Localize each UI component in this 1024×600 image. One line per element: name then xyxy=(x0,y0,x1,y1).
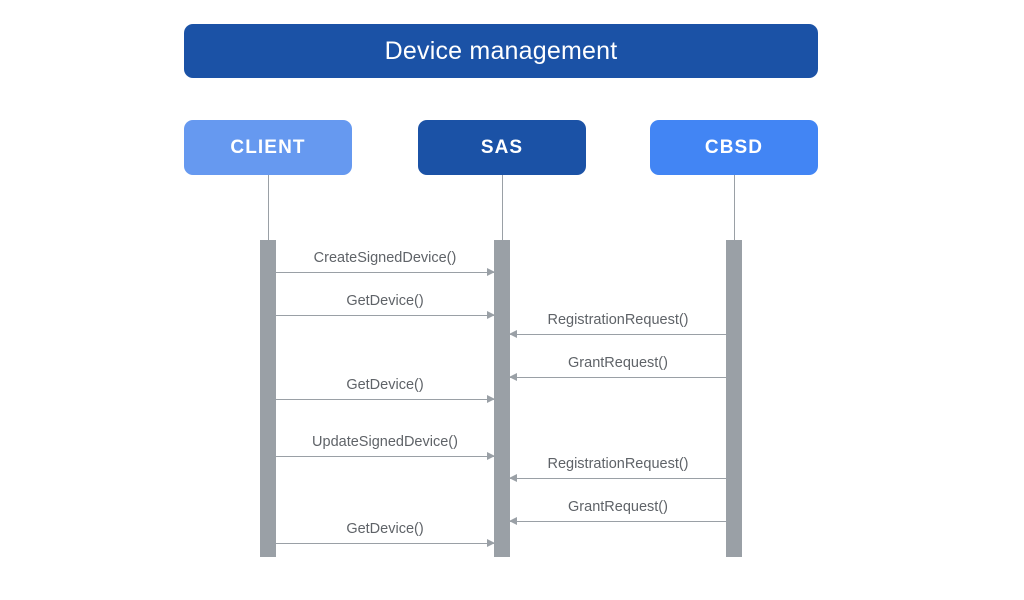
activation-bar-client xyxy=(260,240,276,557)
arrow-head-right-icon xyxy=(487,539,495,547)
message-line xyxy=(276,543,494,544)
message-label: CreateSignedDevice() xyxy=(313,249,457,266)
participant-box-client[interactable]: CLIENT xyxy=(184,120,352,175)
diagram-title-bar: Device management xyxy=(184,24,818,78)
message-label: GrantRequest() xyxy=(568,354,668,371)
arrow-head-left-icon xyxy=(509,373,517,381)
message-label: GetDevice() xyxy=(346,292,424,309)
message-line xyxy=(510,334,726,335)
message-label: UpdateSignedDevice() xyxy=(312,433,458,450)
arrow-head-right-icon xyxy=(487,452,495,460)
participant-label-sas: SAS xyxy=(480,137,524,158)
lifeline-client xyxy=(268,175,269,240)
message-label: GrantRequest() xyxy=(568,498,668,515)
participant-box-sas[interactable]: SAS xyxy=(418,120,586,175)
arrow-head-right-icon xyxy=(487,311,495,319)
message-line xyxy=(510,377,726,378)
arrow-head-left-icon xyxy=(509,474,517,482)
activation-bar-cbsd xyxy=(726,240,742,557)
diagram-title: Device management xyxy=(384,36,618,65)
arrow-head-right-icon xyxy=(487,268,495,276)
message-label: RegistrationRequest() xyxy=(547,311,689,328)
lifeline-sas xyxy=(502,175,503,240)
arrow-head-left-icon xyxy=(509,330,517,338)
participant-label-client: CLIENT xyxy=(230,137,306,158)
participant-box-cbsd[interactable]: CBSD xyxy=(650,120,818,175)
message-line xyxy=(276,456,494,457)
arrow-head-left-icon xyxy=(509,517,517,525)
participant-label-cbsd: CBSD xyxy=(704,137,764,158)
arrow-head-right-icon xyxy=(487,395,495,403)
activation-bar-sas xyxy=(494,240,510,557)
message-label: GetDevice() xyxy=(346,376,424,393)
message-label: GetDevice() xyxy=(346,520,424,537)
message-line xyxy=(276,399,494,400)
message-line xyxy=(510,478,726,479)
message-line xyxy=(276,315,494,316)
message-label: RegistrationRequest() xyxy=(547,455,689,472)
message-line xyxy=(276,272,494,273)
message-line xyxy=(510,521,726,522)
lifeline-cbsd xyxy=(734,175,735,240)
